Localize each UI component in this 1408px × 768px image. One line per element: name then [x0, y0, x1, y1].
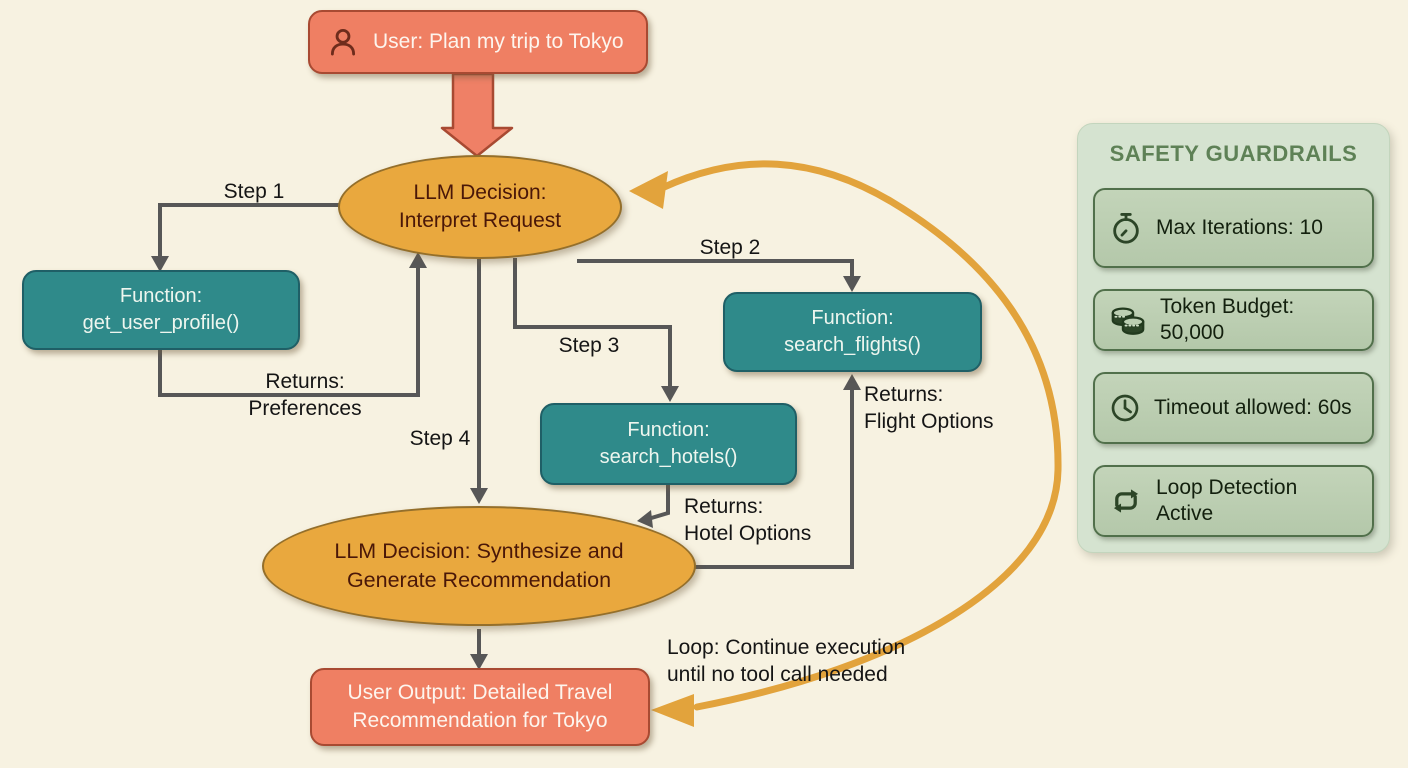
llm-interpret-node: LLM Decision: Interpret Request [338, 155, 622, 259]
step4-label: Step 4 [409, 427, 471, 450]
guardrail-label: Timeout allowed: 60s [1154, 396, 1352, 419]
safety-guardrails-panel: SAFETY GUARDRAILS Max Iterations: 10 [1077, 123, 1390, 553]
edge-step1 [158, 203, 340, 258]
returns-flight-options-label: Returns: Flight Options [864, 383, 994, 433]
function-search-hotels-node: Function: search_hotels() [540, 403, 797, 485]
guardrail-loop-detection: Loop Detection Active [1093, 465, 1374, 537]
loop-note-label: Loop: Continue execution until no tool c… [667, 636, 906, 686]
function-search-flights-node: Function: search_flights() [723, 292, 982, 372]
person-icon [326, 25, 360, 59]
edge-returns-preferences [158, 266, 420, 397]
guardrail-timeout: Timeout allowed: 60s [1093, 372, 1374, 444]
loop-arc [658, 160, 1062, 711]
user-input-label: User: Plan my trip to Tokyo [373, 30, 624, 53]
stopwatch-icon [1109, 211, 1143, 245]
step1-label: Step 1 [223, 180, 285, 203]
edge-returns-hotels [647, 485, 670, 521]
user-input-node: User: Plan my trip to Tokyo [308, 10, 648, 74]
gray-arrowheads [151, 252, 861, 670]
user-request-arrow [440, 72, 514, 158]
edge-step3 [513, 258, 672, 388]
loop-arrowhead-bottom [651, 694, 694, 727]
coins-icon [1109, 304, 1147, 337]
edge-step2 [577, 259, 854, 278]
guardrail-label: Token Budget: 50,000 [1160, 295, 1295, 344]
step2-label: Step 2 [699, 236, 761, 259]
returns-hotel-options-label: Returns: Hotel Options [684, 495, 812, 545]
clock-icon [1109, 392, 1141, 424]
loop-arrowhead-top [629, 171, 668, 209]
guardrail-token-budget: Token Budget: 50,000 [1093, 289, 1374, 351]
safety-guardrails-title: SAFETY GUARDRAILS [1109, 141, 1358, 166]
function-get-user-profile-node: Function: get_user_profile() [22, 270, 300, 350]
user-output-node: User Output: Detailed Travel Recommendat… [310, 668, 650, 746]
loop-icon [1109, 484, 1143, 518]
llm-synthesize-node: LLM Decision: Synthesize and Generate Re… [262, 506, 696, 626]
returns-preferences-label: Returns: Preferences [248, 370, 362, 420]
guardrail-label: Loop Detection Active [1156, 476, 1298, 525]
edge-returns-flights [694, 388, 854, 569]
guardrail-max-iterations: Max Iterations: 10 [1093, 188, 1374, 268]
step3-label: Step 3 [558, 334, 620, 357]
guardrail-label: Max Iterations: 10 [1156, 216, 1323, 239]
